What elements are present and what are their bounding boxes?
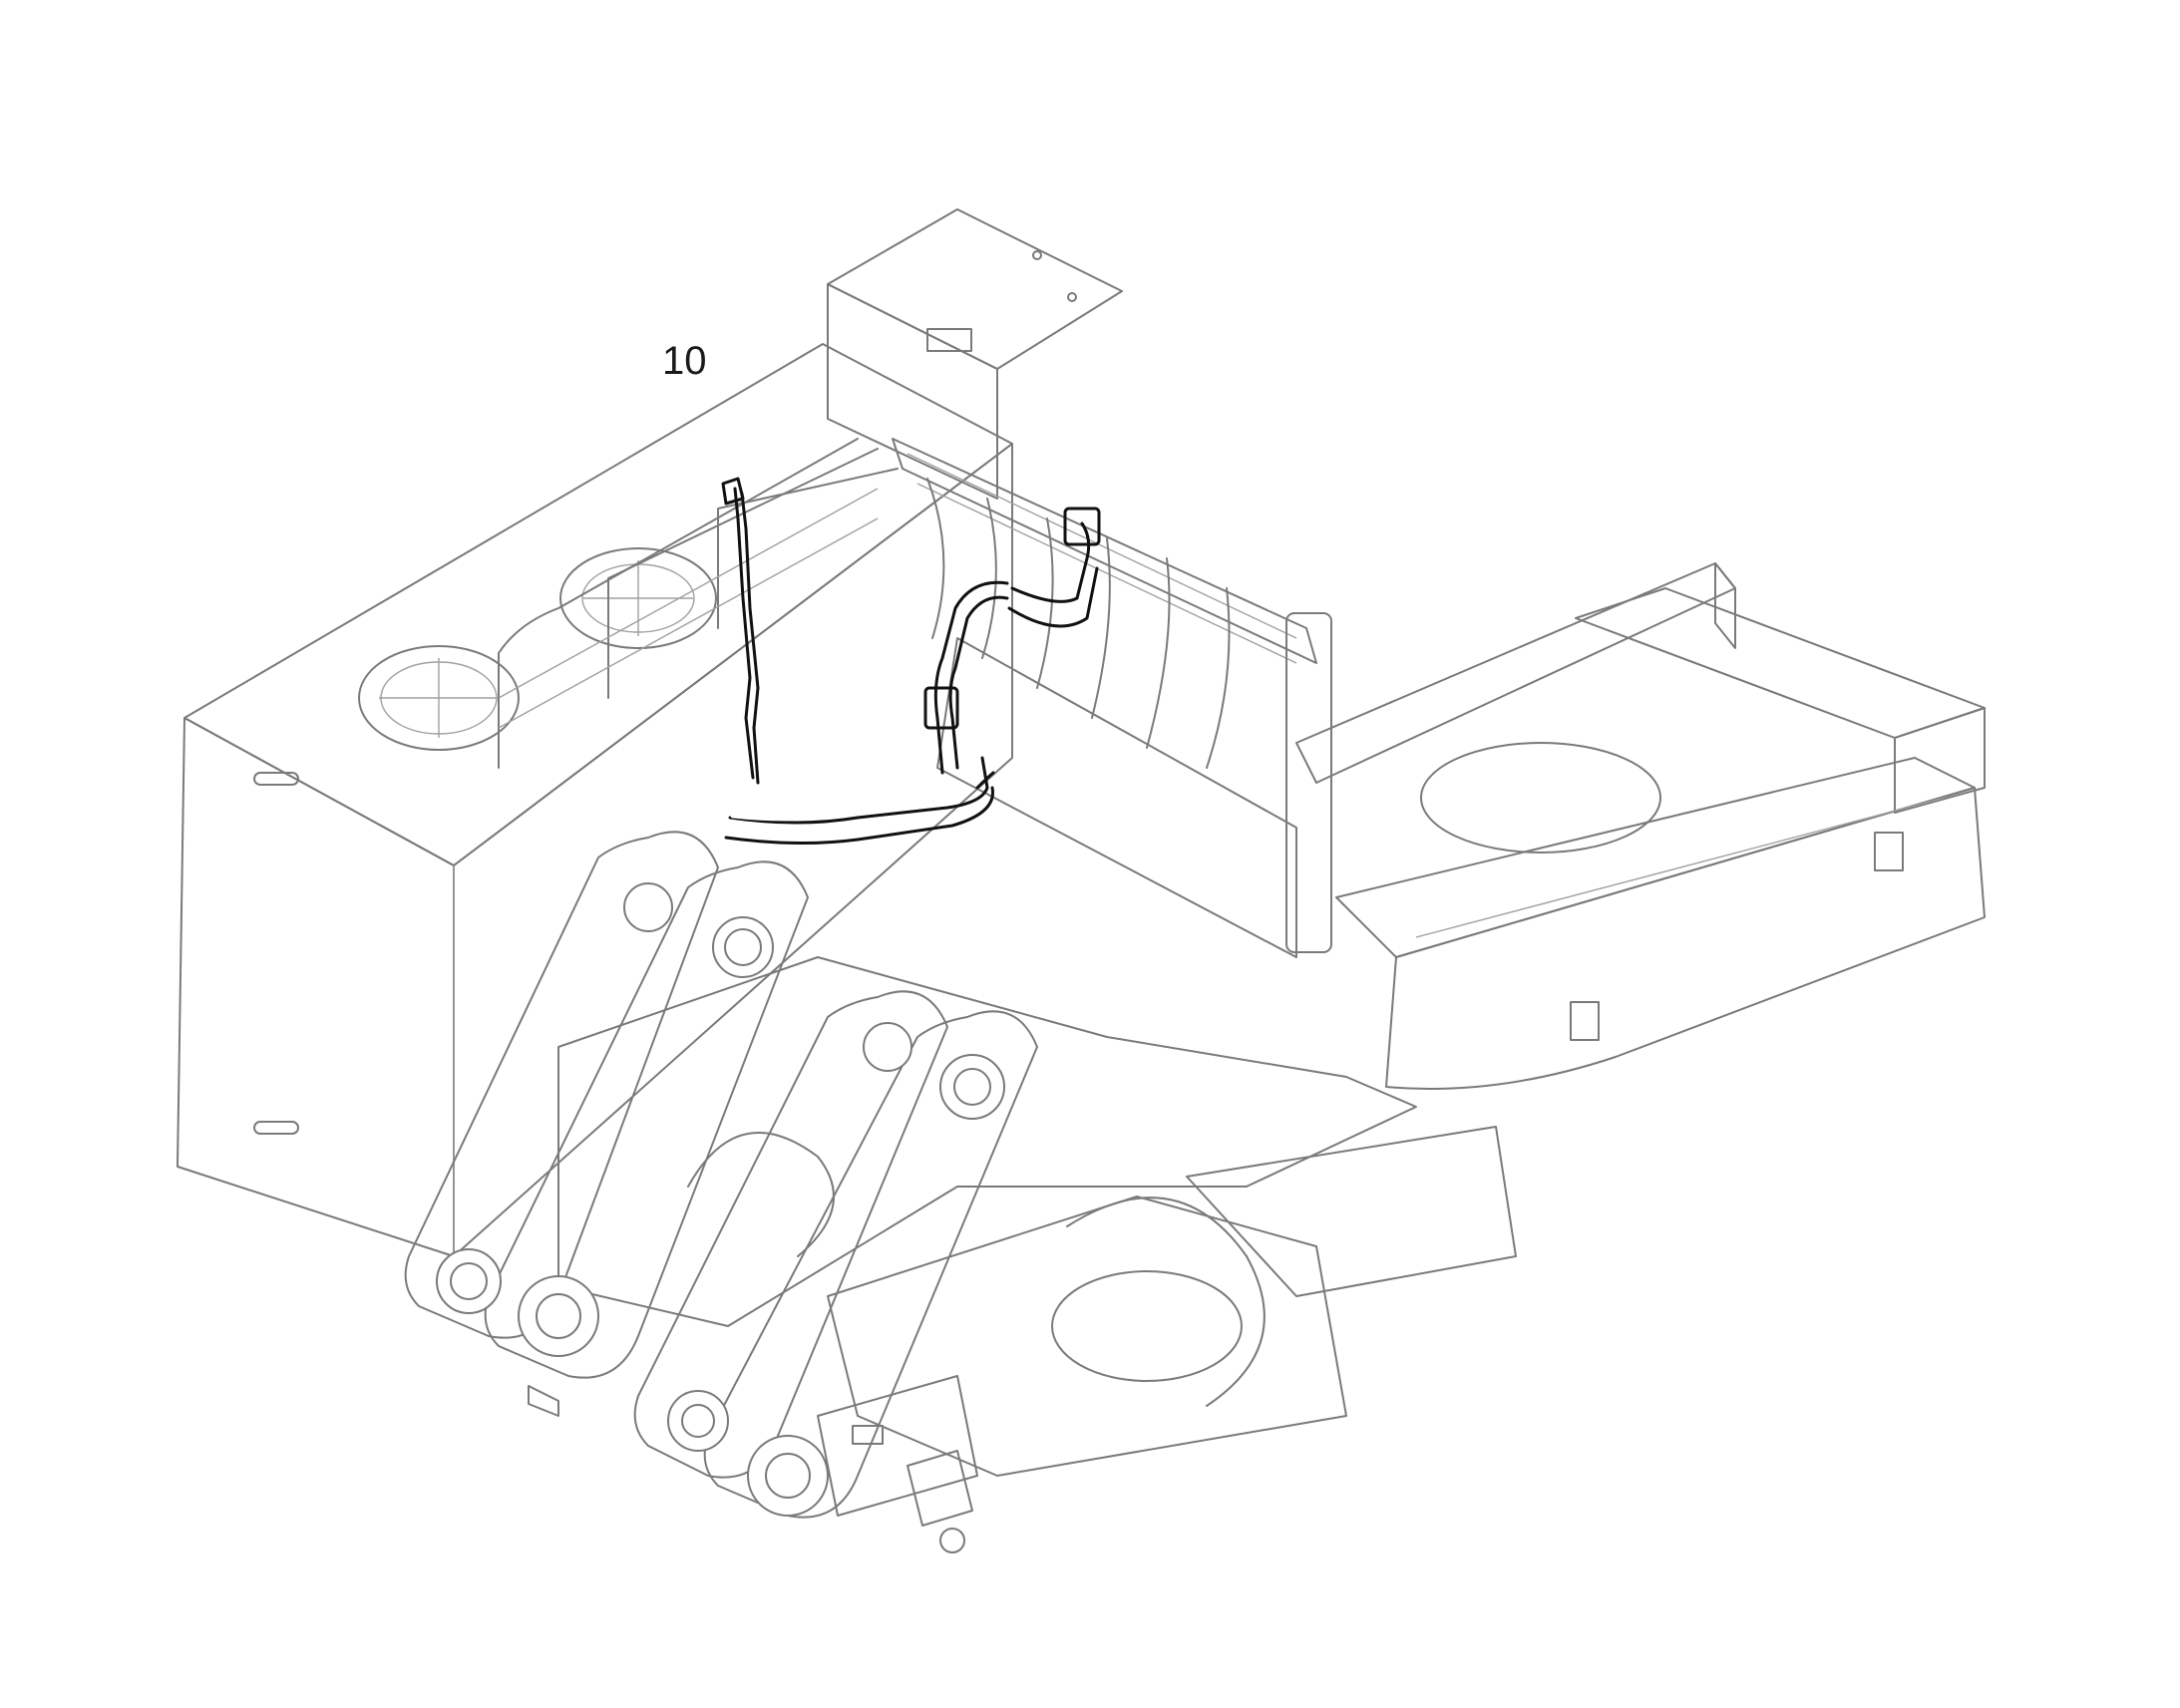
rear-mount-plate bbox=[827, 208, 1123, 500]
highlighted-hoses bbox=[721, 477, 1101, 846]
loader-arm-left bbox=[404, 831, 809, 1379]
front-frame-body bbox=[557, 956, 1517, 1477]
control-valve-bank bbox=[892, 438, 1332, 958]
callout-label-10: 10 bbox=[662, 339, 707, 383]
loader-arm-right bbox=[633, 990, 1038, 1519]
radiator-housing bbox=[177, 343, 1013, 1257]
cooling-fans bbox=[358, 547, 717, 751]
front-bottom-mounts bbox=[528, 1375, 978, 1553]
rear-chassis-frame bbox=[1295, 562, 1986, 1090]
fan-guard-rails bbox=[498, 438, 899, 769]
